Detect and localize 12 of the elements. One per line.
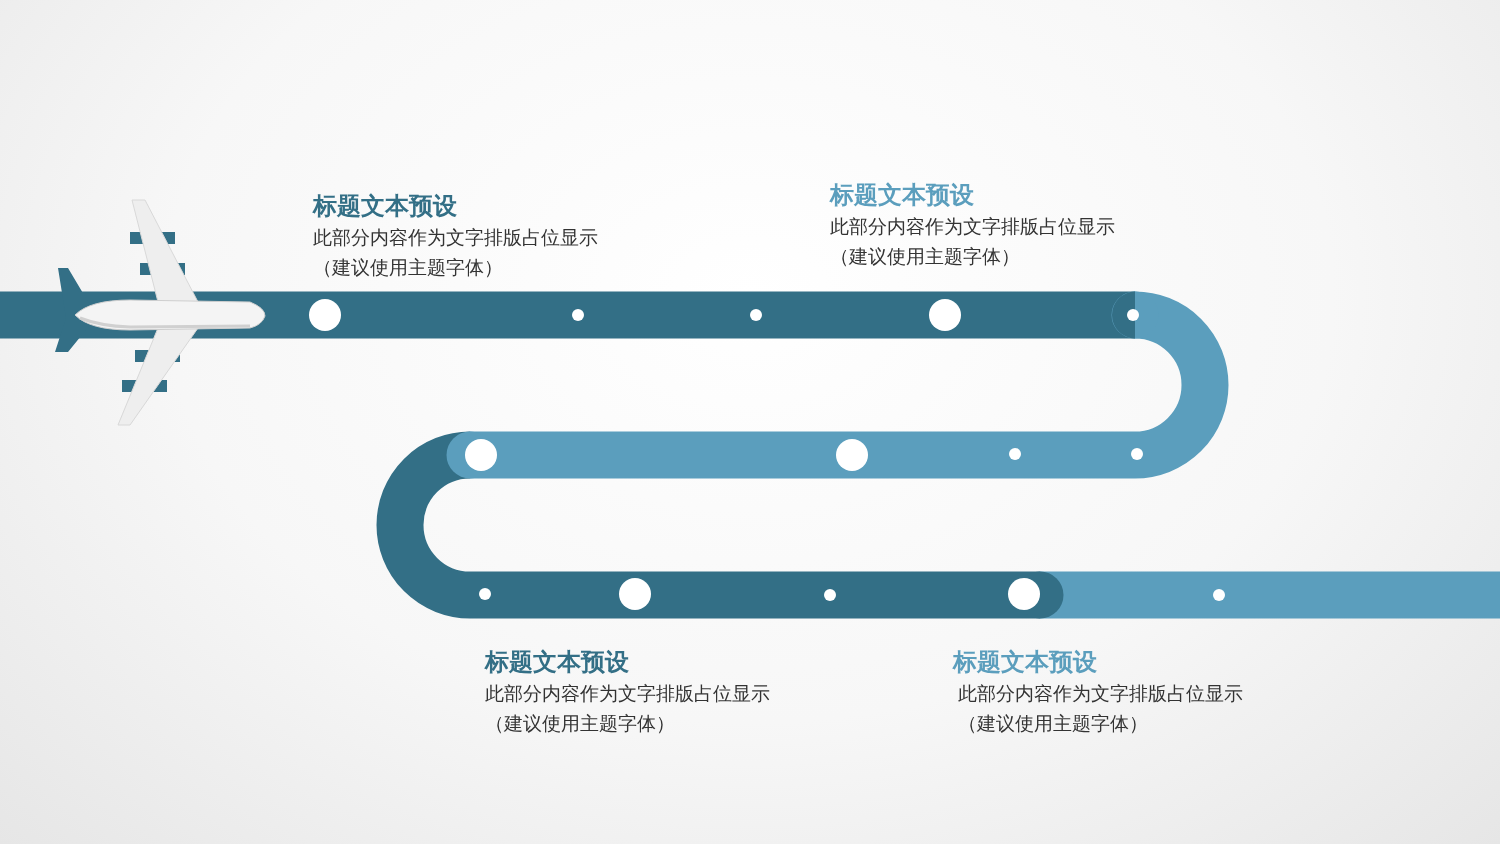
body-text: 此部分内容作为文字排版占位显示 — [958, 681, 1243, 706]
body-text: 此部分内容作为文字排版占位显示 — [485, 681, 770, 706]
note-text: （建议使用主题字体） — [485, 711, 675, 736]
heading-text: 标题文本预设 — [313, 191, 457, 222]
body-text: 此部分内容作为文字排版占位显示 — [313, 225, 598, 250]
heading-text: 标题文本预设 — [953, 647, 1097, 678]
note-text: （建议使用主题字体） — [313, 255, 503, 280]
heading-text: 标题文本预设 — [485, 647, 629, 678]
heading-text: 标题文本预设 — [830, 180, 974, 211]
body-text: 此部分内容作为文字排版占位显示 — [830, 214, 1115, 239]
note-text: （建议使用主题字体） — [830, 244, 1020, 269]
note-text: （建议使用主题字体） — [958, 711, 1148, 736]
